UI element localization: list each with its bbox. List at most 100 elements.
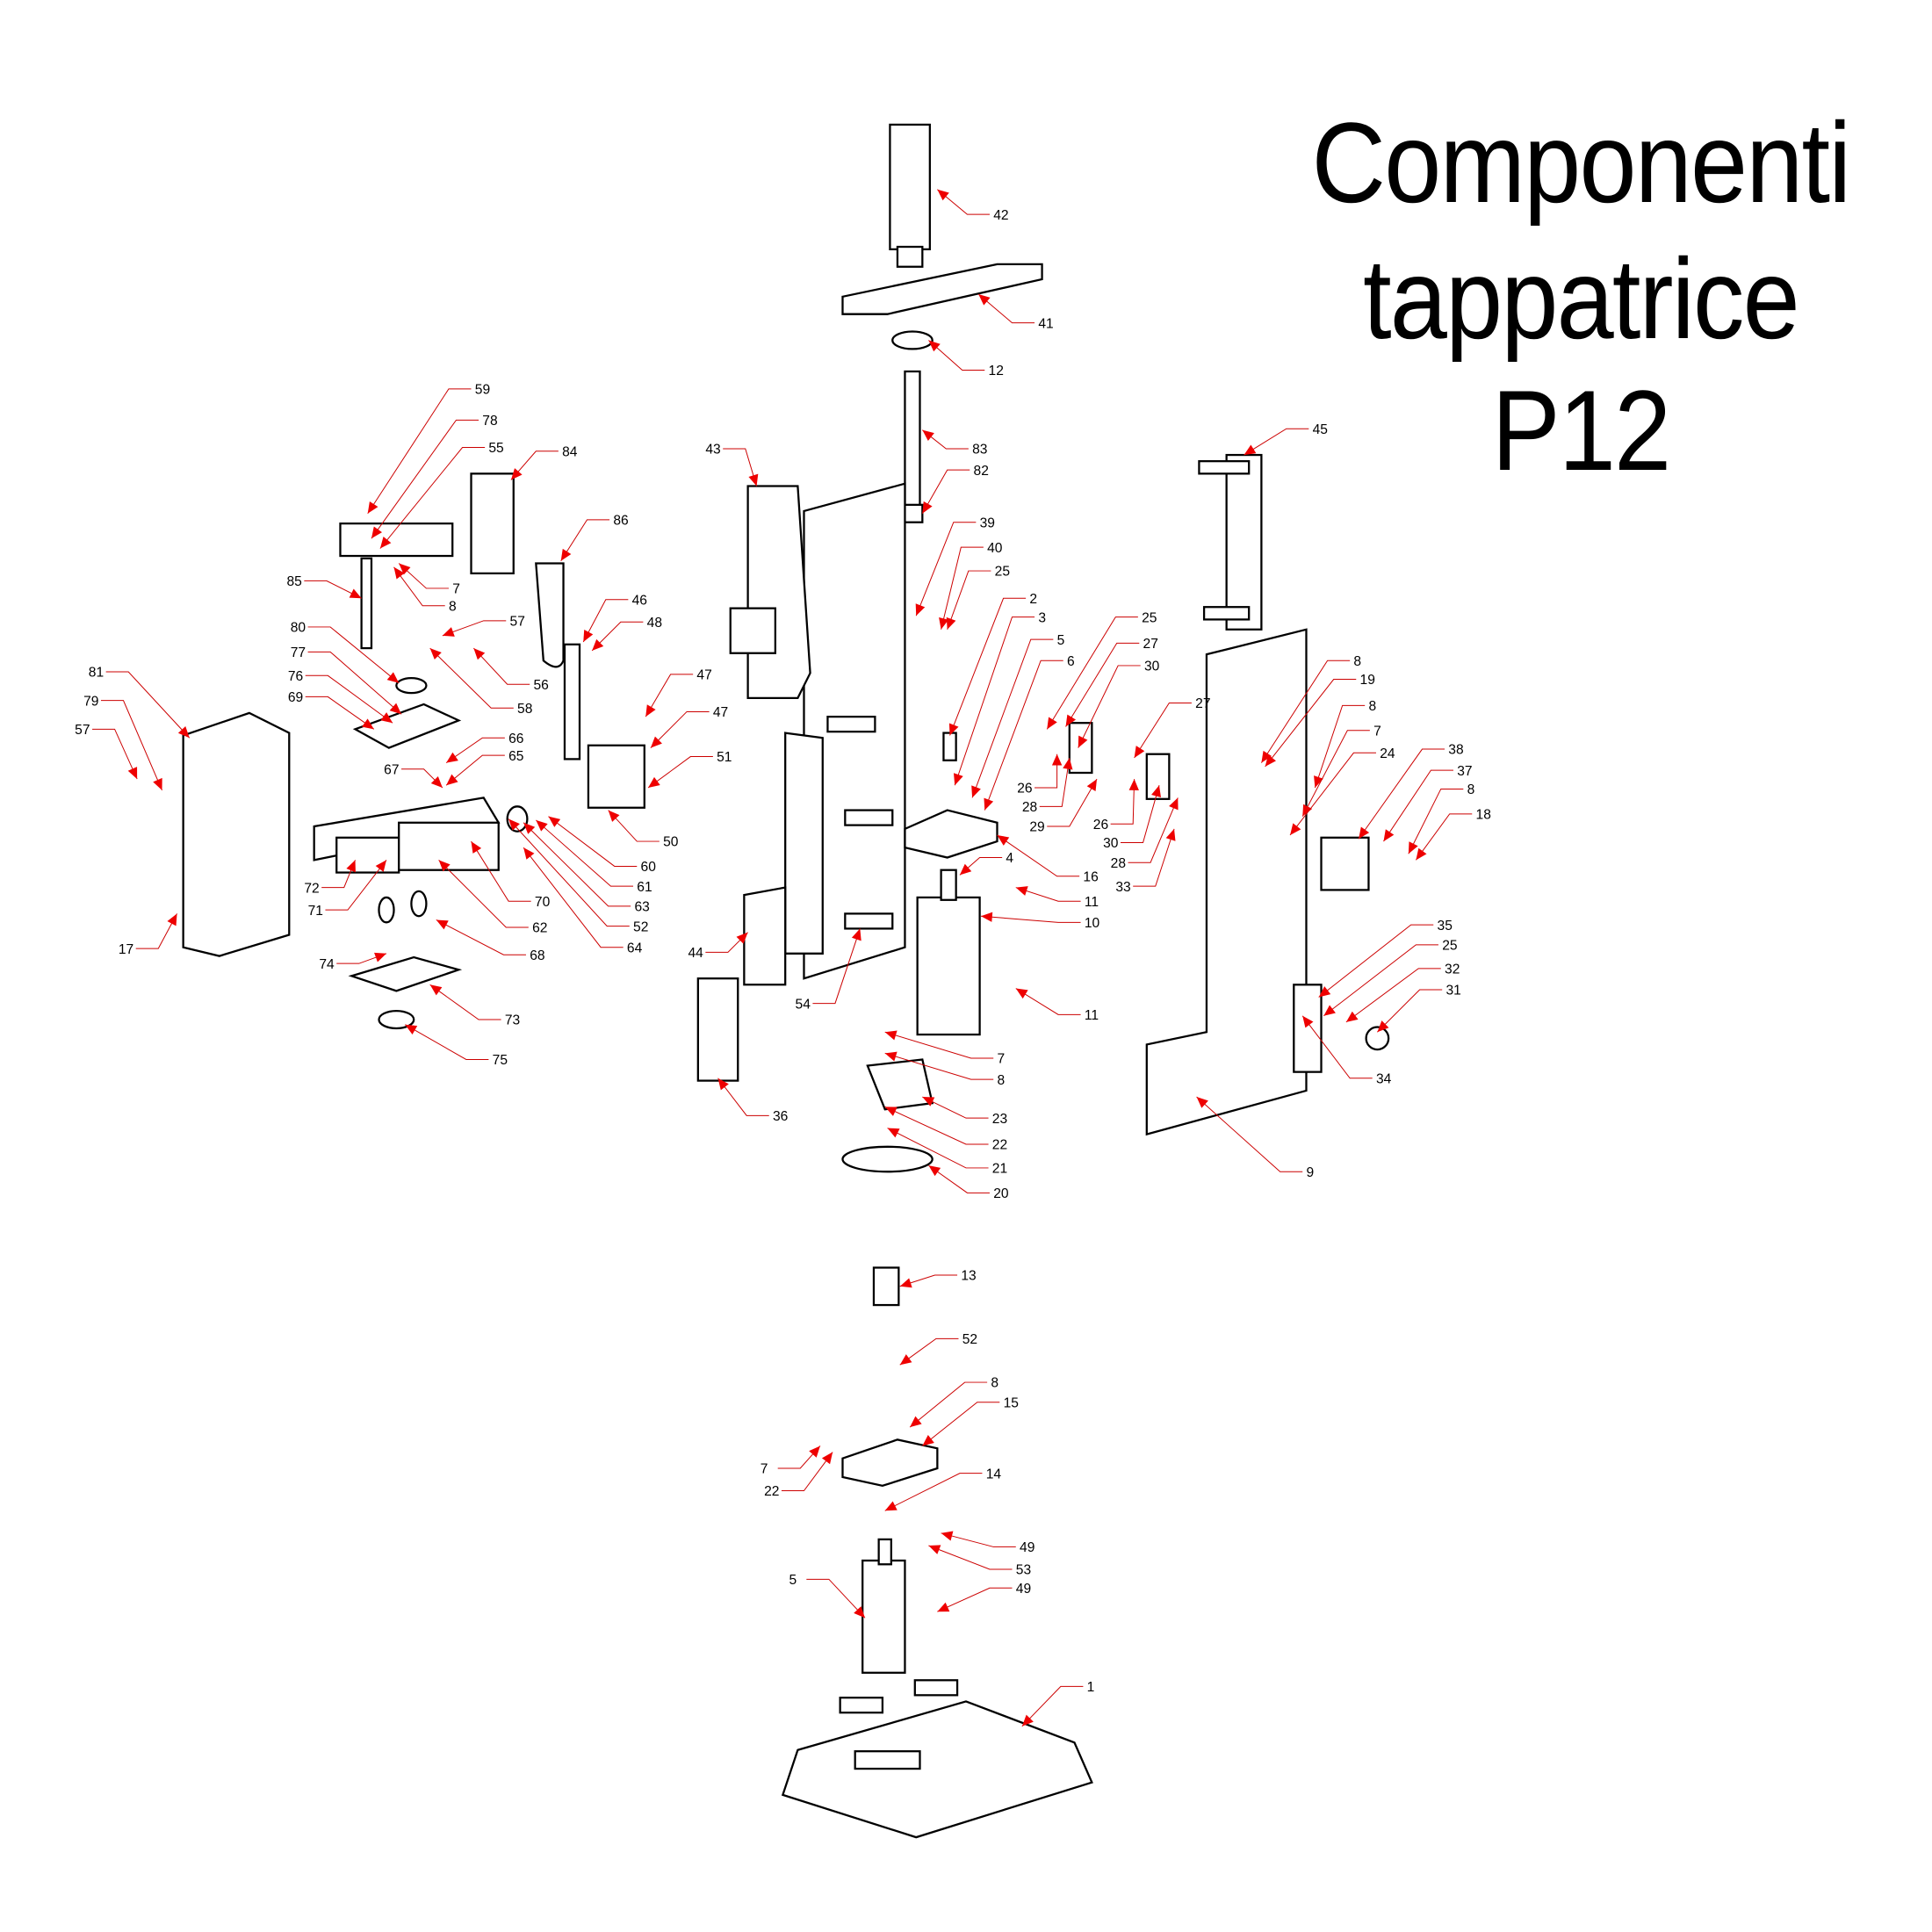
callout-86: 86 <box>560 514 629 561</box>
arrowhead-icon <box>436 919 449 930</box>
arrowhead-icon <box>645 704 656 717</box>
arrowhead-icon <box>884 1107 898 1116</box>
leader-line <box>438 860 529 928</box>
callout-number: 73 <box>505 1013 520 1028</box>
callout-number: 42 <box>993 208 1008 223</box>
callout-number: 49 <box>1016 1582 1031 1597</box>
callout-number: 13 <box>961 1269 976 1284</box>
callout-8: 8 <box>1314 699 1376 789</box>
leader-line <box>445 737 505 764</box>
leader-line <box>1377 989 1443 1033</box>
callout-48: 48 <box>591 616 662 652</box>
part-guide-84 <box>470 472 515 575</box>
leader-line <box>442 620 507 637</box>
callout-number: 49 <box>1020 1540 1034 1555</box>
arrowhead-icon <box>736 932 748 944</box>
arrowhead-icon <box>1134 746 1145 758</box>
arrowhead-icon <box>429 984 443 996</box>
callout-63: 63 <box>523 822 650 915</box>
callout-number: 39 <box>980 515 995 530</box>
arrowhead-icon <box>389 703 402 715</box>
arrowhead-icon <box>473 648 486 660</box>
callout-23: 23 <box>922 1096 1007 1127</box>
part-cover-81 <box>182 711 291 957</box>
arrowhead-icon <box>915 603 926 616</box>
callout-number: 33 <box>1115 880 1130 895</box>
leader-line <box>812 928 861 1005</box>
callout-37: 37 <box>1383 764 1473 842</box>
arrowhead-icon <box>884 1030 898 1041</box>
arrowhead-icon <box>405 1024 418 1034</box>
part-cylinder-10 <box>916 896 981 1036</box>
arrowhead-icon <box>1314 775 1323 789</box>
leader-line <box>977 293 1035 324</box>
callout-53: 53 <box>928 1545 1031 1578</box>
leader-line <box>1323 944 1438 1017</box>
leader-line <box>887 1128 989 1169</box>
leader-line <box>1121 785 1160 843</box>
arrowhead-icon <box>375 860 386 872</box>
callout-number: 45 <box>1313 422 1329 437</box>
part-ring <box>891 330 934 350</box>
part-block-15 <box>841 1438 939 1488</box>
callout-38: 38 <box>1358 743 1464 840</box>
arrowhead-icon <box>380 712 393 724</box>
part-rear-panel-9 <box>1145 628 1308 1136</box>
callout-62: 62 <box>438 860 547 936</box>
callout-8: 8 <box>1408 782 1474 854</box>
callout-number: 55 <box>488 441 504 456</box>
arrowhead-icon <box>167 913 177 926</box>
callout-number: 25 <box>1142 610 1157 625</box>
callout-number: 8 <box>1368 699 1376 714</box>
callout-number: 23 <box>992 1112 1007 1127</box>
callout-69: 69 <box>288 690 375 730</box>
arrowhead-icon <box>523 822 536 834</box>
leader-line <box>1289 752 1376 836</box>
leader-line <box>367 388 472 515</box>
callout-number: 27 <box>1195 696 1210 711</box>
callout-22: 22 <box>884 1106 1007 1153</box>
callout-number: 8 <box>997 1073 1005 1088</box>
callout-80: 80 <box>291 621 400 684</box>
arrowhead-icon <box>446 774 458 786</box>
arrowhead-icon <box>548 816 561 827</box>
callout-18: 18 <box>1415 808 1491 861</box>
callout-32: 32 <box>1345 962 1460 1023</box>
callout-22: 22 <box>764 1452 833 1499</box>
callout-70: 70 <box>471 840 551 910</box>
arrowhead-icon <box>1151 785 1161 798</box>
arrowhead-icon <box>523 847 535 860</box>
part-base-1 <box>781 1700 1093 1839</box>
callout-67: 67 <box>384 762 443 789</box>
leader-line <box>928 1164 990 1193</box>
callout-74: 74 <box>319 952 387 972</box>
callout-number: 52 <box>962 1332 977 1347</box>
arrowhead-icon <box>508 818 520 831</box>
leader-line <box>1034 753 1058 789</box>
callout-14: 14 <box>884 1467 1001 1511</box>
arrowhead-icon <box>953 773 963 786</box>
part-bush-13 <box>872 1266 900 1307</box>
leader-line <box>1021 1685 1084 1727</box>
leader-line <box>997 834 1080 877</box>
callout-number: 74 <box>319 957 335 972</box>
callout-65: 65 <box>445 749 524 786</box>
callout-number: 31 <box>1445 984 1460 998</box>
callout-number: 46 <box>632 593 647 608</box>
leader-line <box>1047 778 1098 827</box>
callout-40: 40 <box>939 541 1003 630</box>
leader-line <box>949 597 1027 736</box>
callout-24: 24 <box>1289 746 1395 836</box>
callout-61: 61 <box>535 819 652 895</box>
part-side-panel-44 <box>743 886 787 986</box>
arrowhead-icon <box>1065 714 1077 727</box>
arrowhead-icon <box>884 1051 898 1062</box>
callout-number: 78 <box>482 414 497 429</box>
callout-60: 60 <box>548 816 656 875</box>
arrowhead-icon <box>971 785 981 798</box>
callout-73: 73 <box>429 984 520 1028</box>
callout-number: 6 <box>1067 654 1075 669</box>
arrowhead-icon <box>887 1128 900 1138</box>
leader-line <box>1383 769 1453 842</box>
arrowhead-icon <box>928 1545 941 1554</box>
